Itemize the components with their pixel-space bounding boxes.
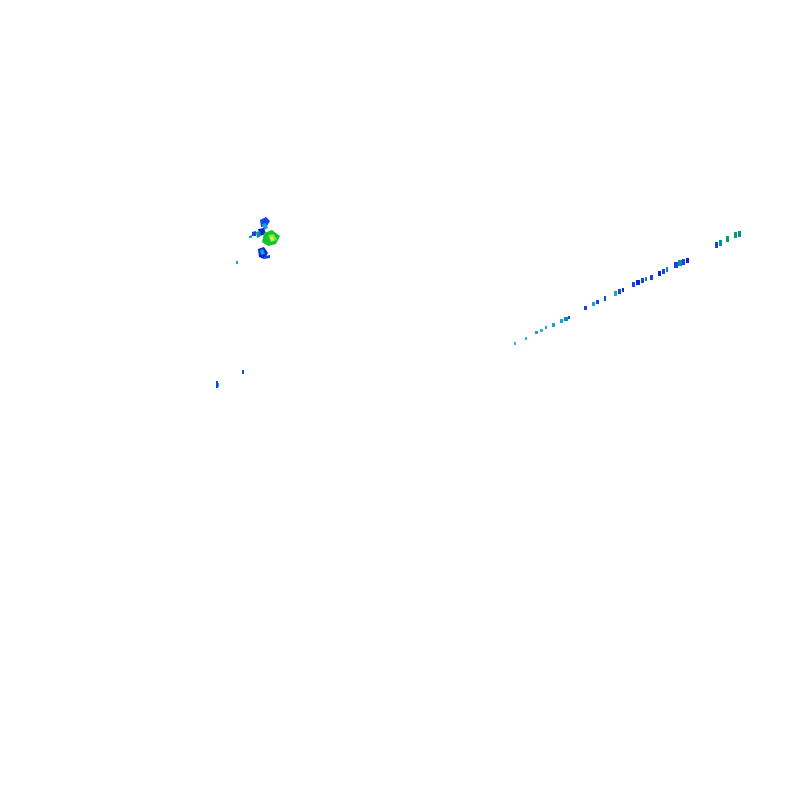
echo-cell: [738, 231, 741, 237]
echo-cell: [564, 317, 568, 321]
echo-cell: [726, 236, 729, 242]
echo-cell: [658, 271, 661, 276]
echo-cell: [678, 260, 682, 266]
echo-cell: [636, 280, 640, 285]
echo-cell: [540, 329, 543, 332]
echo-cell: [650, 275, 653, 280]
echo-cell: [560, 319, 563, 323]
echo-cell: [260, 249, 265, 255]
echo-cell: [618, 289, 621, 294]
echo-cell: [662, 269, 665, 274]
echo-cell: [242, 370, 244, 374]
echo-cell: [604, 296, 606, 301]
echo-cell: [568, 316, 570, 319]
echo-cell: [674, 262, 678, 268]
echo-cell: [249, 235, 252, 238]
echo-cell: [715, 242, 718, 248]
echo-cell: [514, 342, 516, 345]
echo-cluster-northwest: [236, 217, 280, 264]
echo-cell: [218, 383, 219, 387]
echo-band-east: [514, 231, 741, 345]
echo-cell: [719, 240, 722, 246]
echo-cell: [236, 261, 238, 264]
echo-cell: [545, 326, 547, 329]
echo-cell: [216, 381, 218, 388]
echo-cell: [682, 259, 685, 265]
echo-cell: [641, 278, 644, 283]
echo-cell: [535, 331, 538, 334]
echo-cell: [686, 258, 689, 263]
echo-cell: [592, 302, 595, 306]
echo-cell: [596, 300, 599, 304]
echo-isolated-west: [216, 370, 244, 388]
echo-cell: [270, 236, 274, 241]
echo-cell: [622, 288, 624, 292]
echo-cell: [525, 337, 527, 340]
echo-cell: [264, 255, 270, 259]
echo-cell: [645, 277, 647, 281]
echo-cell: [552, 323, 555, 327]
echo-cell: [666, 267, 668, 272]
echo-cell: [252, 231, 256, 236]
echo-cell: [632, 282, 635, 287]
echo-cell: [614, 291, 617, 296]
echo-cell: [256, 231, 261, 238]
echo-cell: [734, 232, 737, 238]
echo-cell: [584, 306, 587, 310]
